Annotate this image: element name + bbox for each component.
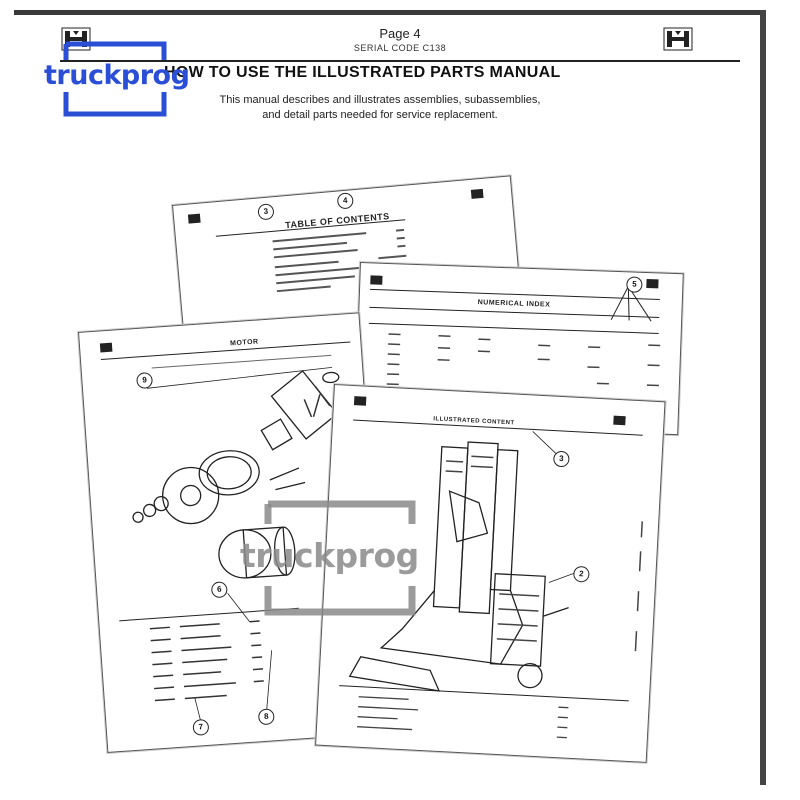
subtitle-line-1: This manual describes and illustrates as… — [219, 94, 541, 106]
page-subtitle: This manual describes and illustrates as… — [190, 93, 570, 123]
hyster-logo-right — [662, 26, 694, 52]
watermark-text-center: truckprog — [240, 536, 419, 575]
watermark-frame-icon — [264, 500, 416, 616]
watermark-center: truckprog — [232, 500, 452, 618]
forklift-drawing — [339, 396, 643, 739]
sheet-illustrated-content: ILLUSTRATED CONTENT — [315, 384, 666, 763]
watermark-top-left: truckprog — [44, 40, 194, 118]
toc-lines — [187, 188, 484, 293]
motor-exploded-drawing — [99, 341, 351, 726]
subtitle-line-2: and detail parts needed for service repl… — [262, 109, 498, 121]
sheet-table-of-contents: TABLE OF CONTENTS 3 4 — [172, 175, 523, 337]
page-frame-right — [760, 10, 766, 785]
page-frame-top — [14, 10, 766, 15]
watermark-text-top: truckprog — [44, 60, 190, 91]
serial-code: SERIAL CODE C138 — [353, 43, 447, 53]
page-number: Page 4 — [379, 26, 421, 41]
hyster-logo-icon — [663, 27, 693, 51]
sheet-motor: MOTOR — [78, 312, 389, 753]
watermark-frame-icon — [63, 41, 167, 117]
header-rule — [60, 60, 740, 62]
page-title: HOW TO USE THE ILLUSTRATED PARTS MANUAL — [164, 64, 561, 81]
